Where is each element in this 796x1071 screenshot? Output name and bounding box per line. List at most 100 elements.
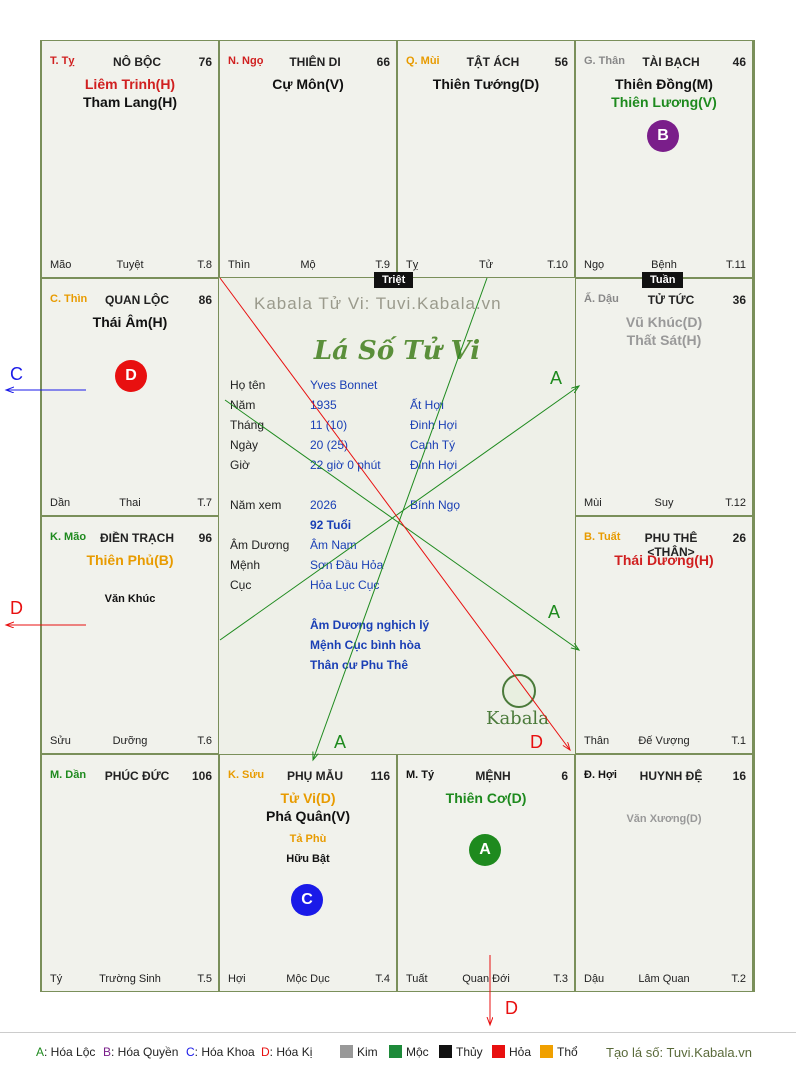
palace-name: PHÚC ĐỨC bbox=[104, 769, 170, 783]
star-list: Thiên Tướng(D) bbox=[398, 75, 574, 93]
sub-star: Văn Khúc bbox=[104, 593, 156, 605]
main-star: Thiên Tướng(D) bbox=[432, 76, 540, 92]
value-ngay-can-chi: Canh Tý bbox=[410, 438, 456, 452]
palace-branch-label: Ấ. Dậu bbox=[584, 293, 619, 305]
palace-number: 106 bbox=[191, 769, 212, 783]
star-list: Văn Xương(D) bbox=[576, 789, 752, 825]
main-star: Thái Âm(H) bbox=[92, 314, 168, 330]
palace-branch-label: K. Sửu bbox=[228, 769, 265, 781]
cell-cycle-stage: Quan Đới bbox=[462, 973, 510, 985]
label-gio: Giờ bbox=[230, 458, 250, 472]
palace-branch-label: G. Thân bbox=[584, 55, 625, 67]
cell-cycle-stage: Thai bbox=[119, 497, 141, 509]
value-gio-can-chi: Đinh Hợi bbox=[410, 458, 458, 472]
palace-branch-label: B. Tuất bbox=[584, 531, 621, 543]
cell-year: T.6 bbox=[197, 735, 212, 747]
cell-branch: Mùi bbox=[584, 497, 602, 509]
palace-name: NÔ BỘC bbox=[113, 55, 161, 69]
cell-cycle-stage: Mộ bbox=[300, 259, 316, 271]
cell-year: T.12 bbox=[725, 497, 746, 509]
value-thang: 11 (10) bbox=[310, 418, 348, 432]
cell-cycle-stage: Bệnh bbox=[651, 259, 677, 271]
cell-cycle-stage: Mộc Dục bbox=[286, 973, 330, 985]
cell-branch: Dần bbox=[50, 497, 71, 509]
chart-title: Lá Số Tử Vi bbox=[313, 336, 481, 366]
legend-hoa: Hỏa bbox=[492, 1045, 531, 1059]
cell-branch: Ngọ bbox=[584, 259, 605, 271]
palace-name: PHU THÊ <THÂN> bbox=[644, 531, 698, 559]
main-star: Thiên Cơ(D) bbox=[445, 790, 527, 806]
palace-branch-label: Đ. Hợi bbox=[584, 769, 617, 781]
palace-number: 76 bbox=[198, 55, 212, 69]
value-nam-xem: 2026 bbox=[310, 498, 337, 512]
cell-branch: Thìn bbox=[228, 259, 251, 271]
palace-branch-label: C. Thìn bbox=[50, 293, 88, 305]
label-cuc: Cục bbox=[230, 578, 252, 592]
cell-year: T.3 bbox=[553, 973, 568, 985]
palace-name: THIÊN DI bbox=[289, 55, 341, 69]
cell-cycle-stage: Đế Vượng bbox=[638, 735, 690, 747]
legend-d: D: Hóa Kị bbox=[261, 1045, 313, 1059]
cell-branch: Mão bbox=[50, 259, 72, 271]
palace-name: TỬ TỨC bbox=[647, 293, 695, 307]
site-link[interactable]: Tạo lá số: Tuvi.Kabala.vn bbox=[606, 1045, 752, 1060]
sub-star: Văn Xương(D) bbox=[626, 813, 702, 825]
palace-number: 46 bbox=[732, 55, 746, 69]
main-star: Cự Môn(V) bbox=[272, 76, 344, 92]
palace-branch-label: K. Mão bbox=[50, 531, 87, 543]
cell-branch: Tý bbox=[50, 973, 63, 985]
legend-b: B: Hóa Quyền bbox=[103, 1045, 179, 1059]
hoa-ki-badge: D bbox=[115, 360, 147, 392]
cell-cycle-stage: Tuyệt bbox=[116, 259, 144, 271]
palace-branch-label: M. Dần bbox=[50, 769, 87, 781]
note-than-cu: Thân cư Phu Thê bbox=[310, 658, 409, 672]
value-gio: 22 giờ 0 phút bbox=[310, 458, 381, 472]
cell-year: T.4 bbox=[375, 973, 390, 985]
value-nam-can-chi: Ất Hợi bbox=[410, 398, 444, 412]
tuan-tag: Tuần bbox=[642, 272, 684, 288]
cell-cycle-stage: Suy bbox=[654, 497, 674, 509]
label-nam-xem: Năm xem bbox=[230, 498, 282, 512]
value-nam-xem-can-chi: Bính Ngọ bbox=[410, 498, 461, 512]
cell-cycle-stage: Lâm Quan bbox=[638, 973, 690, 985]
cell-branch: Sửu bbox=[50, 735, 71, 747]
value-nam: 1935 bbox=[310, 398, 337, 412]
cell-branch: Tuất bbox=[406, 973, 428, 985]
label-thang: Tháng bbox=[230, 418, 265, 432]
star-list: Liêm Trinh(H)Tham Lang(H) bbox=[42, 75, 218, 111]
cell-year: T.5 bbox=[197, 973, 212, 985]
cell-year: T.7 bbox=[197, 497, 212, 509]
cell-branch: Hợi bbox=[228, 973, 246, 985]
palace-number: 6 bbox=[561, 769, 568, 783]
cell-branch: Dậu bbox=[584, 973, 605, 985]
hoa-loc-badge: A bbox=[469, 834, 501, 866]
palace-number: 66 bbox=[376, 55, 390, 69]
value-thang-can-chi: Đinh Hợi bbox=[410, 418, 458, 432]
label-am-duong: Âm Dương bbox=[230, 538, 290, 552]
palace-name: QUAN LỘC bbox=[105, 293, 169, 307]
palace-number: 36 bbox=[732, 293, 746, 307]
main-star: Liêm Trinh(H) bbox=[84, 76, 176, 92]
sub-star: Hữu Bật bbox=[286, 853, 330, 865]
palace-name: HUYNH ĐỆ bbox=[639, 769, 703, 783]
sub-star: Tả Phù bbox=[289, 833, 327, 845]
label-ngay: Ngày bbox=[230, 438, 259, 452]
star-list: Cự Môn(V) bbox=[220, 75, 396, 93]
palace-branch-label: M. Tý bbox=[406, 769, 435, 781]
kabala-logo-icon bbox=[502, 674, 536, 708]
cell-year: T.10 bbox=[547, 259, 568, 271]
main-star: Thái Dương(H) bbox=[614, 552, 714, 568]
main-star: Vũ Khúc(D) bbox=[625, 314, 703, 330]
main-star: Thiên Lương(V) bbox=[611, 94, 717, 110]
value-menh: Sơn Đầu Hỏa bbox=[310, 558, 384, 572]
palace-name: TẬT ÁCH bbox=[466, 55, 520, 69]
cell-branch: Tỵ bbox=[406, 259, 419, 271]
